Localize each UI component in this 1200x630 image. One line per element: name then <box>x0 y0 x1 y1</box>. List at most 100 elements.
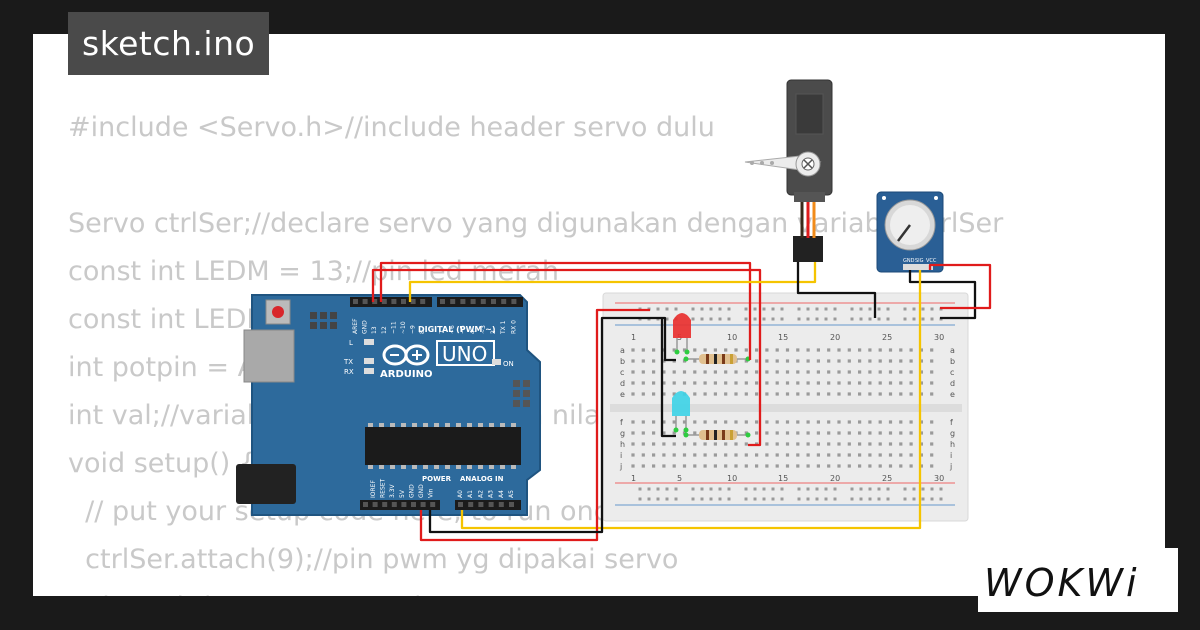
power-pin-label: GND <box>418 484 425 498</box>
analog-label: ANALOG IN <box>460 475 504 483</box>
row-letter: d <box>950 379 955 388</box>
col-number: 1 <box>631 333 636 342</box>
col-number: 20 <box>830 333 840 342</box>
uno-label: UNO <box>442 342 487 366</box>
digital-pin-label: TX 1 <box>500 320 507 335</box>
potentiometer[interactable]: GND SIG VCC <box>876 191 944 273</box>
uno-badge <box>436 340 495 366</box>
led-red[interactable] <box>673 313 691 350</box>
power-label: POWER <box>422 475 452 483</box>
wire-5v-rail[interactable] <box>419 308 650 542</box>
digital-label: DIGITAL (PWM ~) <box>418 325 496 334</box>
code-line: void setup() { <box>68 448 257 479</box>
wire-gnd-rail[interactable] <box>428 316 652 534</box>
resistor-cyan-led[interactable] <box>686 430 748 440</box>
power-pin-label: 3.3V <box>389 483 396 498</box>
potentiometer-knob-indicator <box>897 224 911 242</box>
power-pin-label: Vin <box>428 488 435 498</box>
digital-pin-label: ~11 <box>390 321 397 334</box>
pot-pin-label-sig: SIG <box>915 258 924 264</box>
power-pin-label: IOREF <box>370 480 377 498</box>
row-letter: i <box>620 451 622 460</box>
row-letter: i <box>950 451 952 460</box>
digital-pin-label: RX 0 <box>510 320 517 334</box>
row-letter: j <box>619 462 622 471</box>
col-number: 25 <box>882 333 892 342</box>
breadboard[interactable]: 1 5 10 15 20 25 30 1 5 10 15 20 25 30 a … <box>602 292 969 522</box>
row-letter: f <box>950 418 953 427</box>
wokwi-logo: WOKWi <box>978 548 1178 612</box>
icsp-header <box>310 312 337 329</box>
breadboard-col-numbers-bottom: 1 5 10 15 20 25 30 <box>631 474 944 483</box>
row-letter: j <box>949 462 952 471</box>
row-letter: c <box>620 368 624 377</box>
wire-pot-gnd[interactable] <box>908 270 977 320</box>
wire-servo-gnd[interactable] <box>796 262 877 318</box>
rx-label: RX <box>344 368 354 376</box>
pot-pin-label-vcc: VCC <box>926 258 937 264</box>
col-number: 15 <box>778 333 788 342</box>
row-letter: e <box>620 390 625 399</box>
row-letter: c <box>950 368 954 377</box>
wire-pot-vcc[interactable] <box>928 263 992 310</box>
rx-led <box>364 368 374 374</box>
usb-port <box>243 329 295 383</box>
power-pin-label: GND <box>408 484 415 498</box>
digital-pin-label: 12 <box>381 326 388 334</box>
analog-pin-label: A0 <box>457 490 464 498</box>
wires[interactable] <box>362 261 992 542</box>
digital-pin-label: ~10 <box>400 321 407 334</box>
wokwi-logo-text: WOKWi <box>984 561 1140 605</box>
wire-ghost-2 <box>770 262 808 275</box>
preview-card: #include <Servo.h>//include header servo… <box>33 34 1165 596</box>
tx-label: TX <box>343 358 353 366</box>
wire-gnd-red-led[interactable] <box>652 316 676 362</box>
resistor-red-led[interactable] <box>686 354 748 364</box>
power-header <box>360 500 440 510</box>
servo-screw-icon <box>803 159 813 169</box>
digital-header-left <box>350 297 432 307</box>
breadboard-holes <box>631 307 943 501</box>
arduino-brand-label: ARDUINO <box>380 369 432 380</box>
digital-pin-label: ~5 <box>459 325 466 334</box>
wire-pin12-led[interactable] <box>379 261 752 360</box>
connection-highlights <box>673 349 751 438</box>
analog-pin-label: A3 <box>488 490 495 498</box>
l-led <box>364 339 374 345</box>
col-number: 20 <box>830 474 840 483</box>
digital-pin-label: ~3 <box>480 325 487 334</box>
reset-button-cap[interactable] <box>272 306 284 318</box>
on-led <box>492 359 501 365</box>
servo-motor[interactable] <box>744 79 833 262</box>
digital-pin-label: 7 <box>439 330 446 334</box>
power-analog-pins[interactable] <box>363 502 514 507</box>
power-jack <box>236 464 296 504</box>
atmega-chip <box>365 427 521 465</box>
code-line: ctrlSer.attach(9);//pin pwm yg dipakai s… <box>68 544 679 575</box>
code-line: #include <Servo.h>//include header servo… <box>68 112 715 143</box>
digital-header-right <box>437 297 523 307</box>
on-label: ON <box>503 360 514 368</box>
col-number: 30 <box>934 474 944 483</box>
wire-gnd-cyan-led[interactable] <box>660 318 676 438</box>
row-letter: g <box>620 429 625 438</box>
row-letter: b <box>950 357 955 366</box>
icsp2-header <box>513 380 530 407</box>
analog-pin-label: A1 <box>467 490 474 498</box>
wire-pot-signal-a0[interactable] <box>460 270 922 530</box>
row-letter: h <box>620 440 625 449</box>
row-letter: d <box>620 379 625 388</box>
breadboard-row-letters: a b c d e f g h i j a b c d e f g h i j <box>619 346 955 471</box>
digital-pin-label: 4 <box>470 330 477 334</box>
row-letter: a <box>950 346 955 355</box>
file-name-tag: sketch.ino <box>68 12 270 75</box>
analog-pin-label: A5 <box>508 490 515 498</box>
digital-pins[interactable] <box>353 299 517 304</box>
wire-pin9-servo-signal[interactable] <box>408 262 817 302</box>
power-pin-label: RESET <box>380 478 387 498</box>
row-letter: g <box>950 429 955 438</box>
wire-pin13-red-led[interactable] <box>371 268 762 447</box>
